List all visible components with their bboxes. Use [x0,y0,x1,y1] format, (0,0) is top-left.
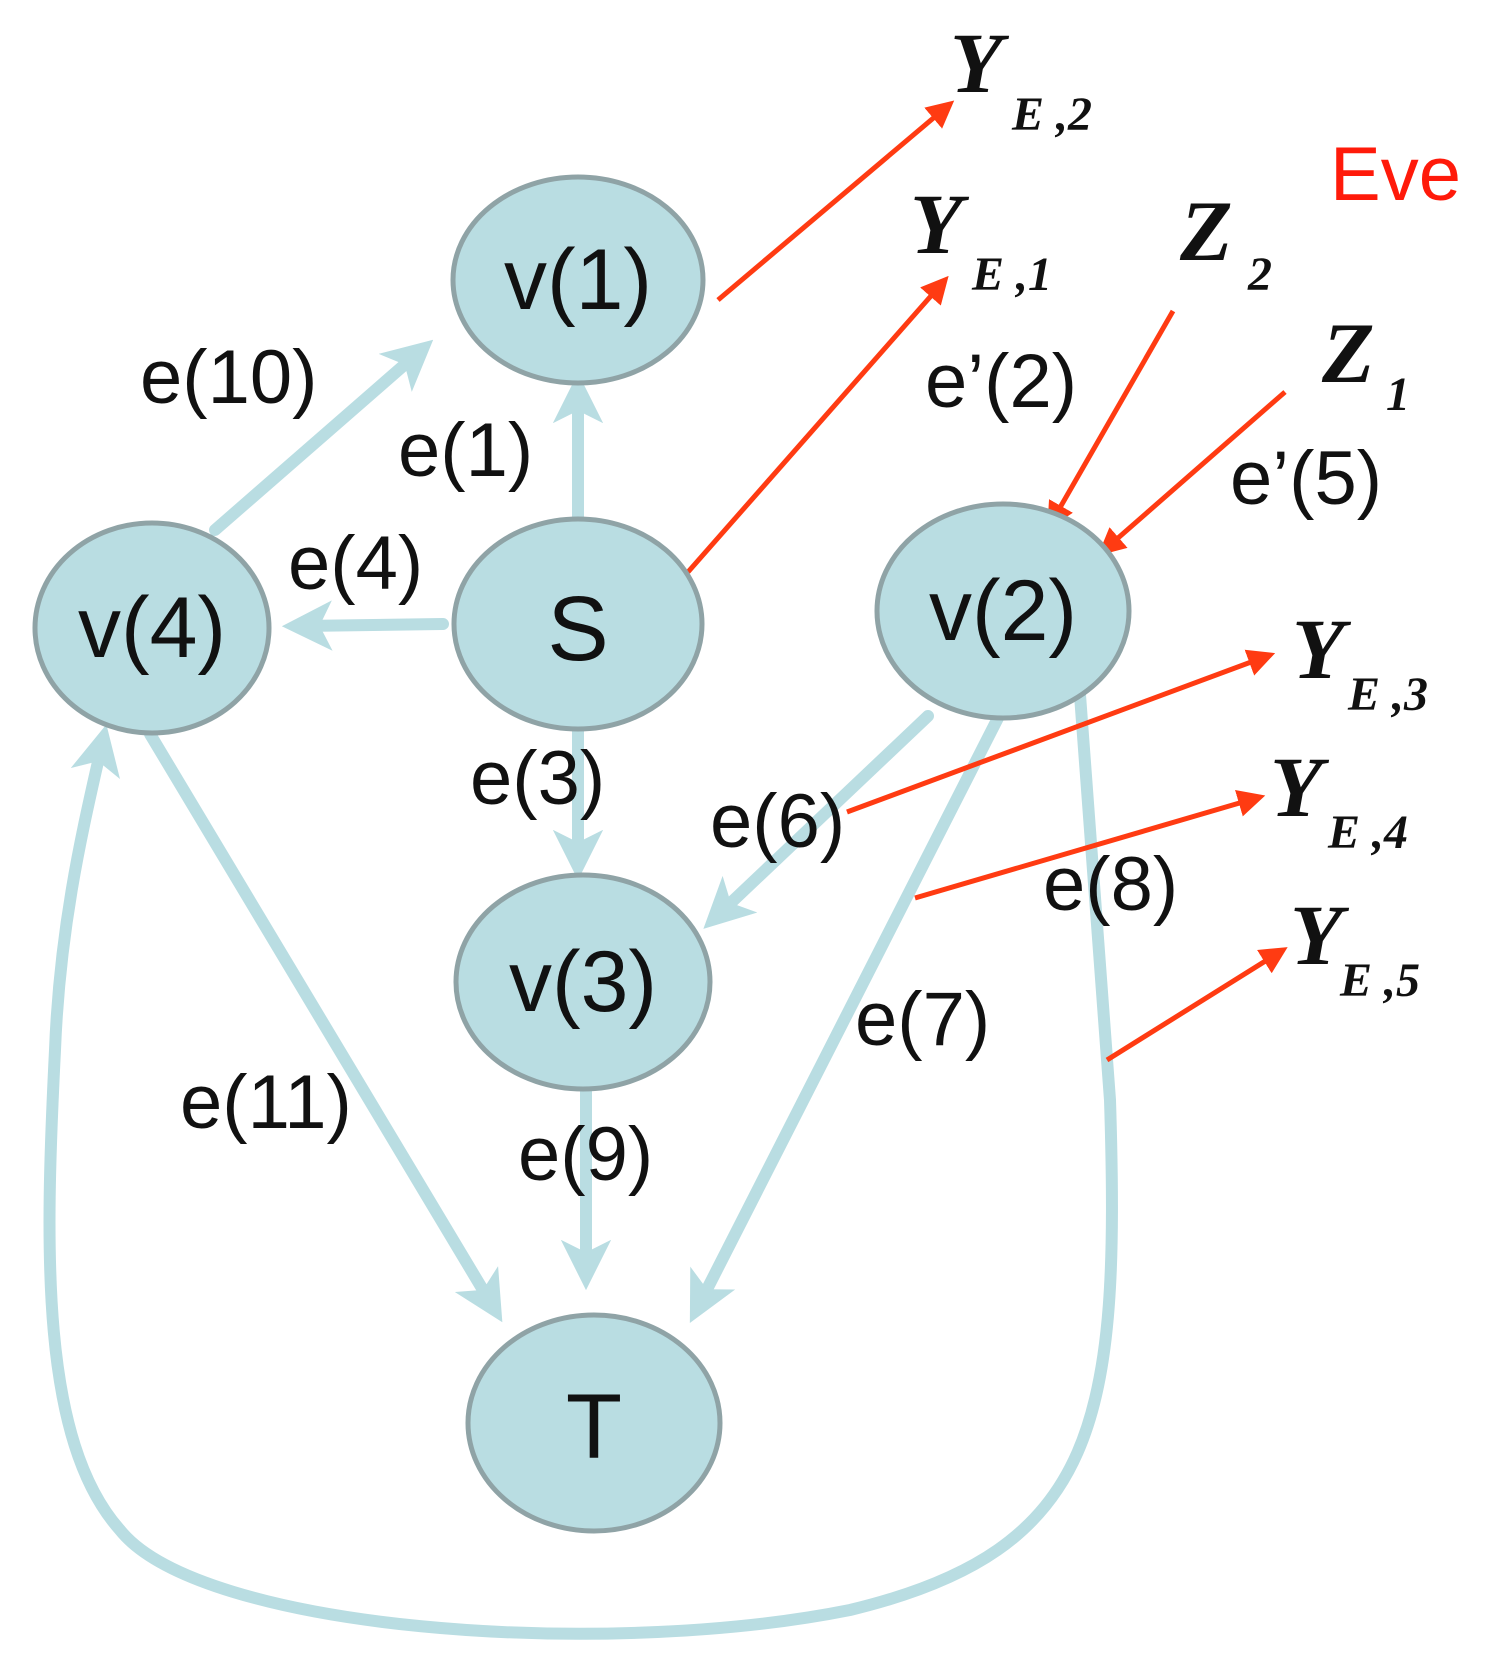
label-e-prime-5: e’(5) [1230,436,1382,521]
svg-text:v(1): v(1) [504,232,652,328]
edge-e7 [689,710,1005,1323]
svg-text:Y: Y [1290,887,1350,983]
label-e9: e(9) [518,1112,653,1197]
node-t: T [465,1312,723,1534]
arrow-to-y-e2 [716,100,955,302]
svg-text:S: S [547,578,608,680]
observation-y-e2: Y E ,2 [950,15,1092,141]
svg-text:v(4): v(4) [78,580,226,676]
svg-text:T: T [566,1376,622,1478]
label-e6: e(6) [710,779,845,864]
svg-text:E ,4: E ,4 [1327,806,1408,859]
eavesdrop-arrows [686,100,1288,1063]
svg-text:E ,2: E ,2 [1011,88,1092,141]
svg-text:1: 1 [1386,368,1410,421]
svg-text:Y: Y [1292,601,1352,697]
observation-y-e1: Y E ,1 [910,176,1052,301]
svg-text:Z: Z [1321,305,1375,401]
node-s: S [451,516,705,732]
arrow-to-y-e4 [914,789,1266,901]
observation-z1: Z 1 [1321,305,1410,421]
label-e10: e(10) [140,335,317,420]
edge-e8 [43,689,1118,1640]
arrow-from-z1 [1097,390,1287,556]
label-e-prime-2: e’(2) [925,339,1077,424]
edge-e4 [281,600,449,651]
svg-text:2: 2 [1247,248,1272,301]
edge-e11 [144,728,503,1323]
edge-e6 [703,710,934,929]
label-e4: e(4) [288,521,423,606]
network-edges [43,339,1118,1640]
arrow-from-z2 [1047,309,1176,530]
svg-text:v(2): v(2) [929,563,1077,659]
node-v2: v(2) [874,501,1132,721]
observation-y-e5: Y E ,5 [1290,887,1420,1007]
label-e3: e(3) [470,736,605,821]
svg-text:v(3): v(3) [509,934,657,1030]
svg-text:E ,3: E ,3 [1347,668,1428,721]
label-e1: e(1) [398,408,533,493]
node-v4: v(4) [32,520,272,736]
svg-text:Z: Z [1179,183,1233,279]
edge-e10 [209,339,434,536]
node-v3: v(3) [453,872,713,1092]
svg-text:E ,5: E ,5 [1339,954,1420,1007]
label-e7: e(7) [855,977,990,1062]
svg-text:E ,1: E ,1 [971,248,1052,301]
observation-y-e4: Y E ,4 [1270,739,1408,859]
arrow-to-y-e5 [1105,947,1288,1063]
svg-text:Y: Y [1270,739,1330,835]
eve-label: Eve [1330,132,1461,217]
label-e11: e(11) [180,1060,352,1145]
observation-y-e3: Y E ,3 [1292,601,1428,721]
arrow-to-y-e1 [686,275,949,574]
arrow-to-y-e3 [846,649,1276,815]
observation-z2: Z 2 [1179,183,1272,301]
label-e8: e(8) [1043,842,1178,927]
svg-text:Y: Y [950,15,1010,111]
edge-labels: e(10) e(1) e(4) e(3) e(6) e(8) e(7) e(11… [140,335,1382,1197]
node-v1: v(1) [450,174,706,386]
svg-text:Y: Y [910,176,970,272]
